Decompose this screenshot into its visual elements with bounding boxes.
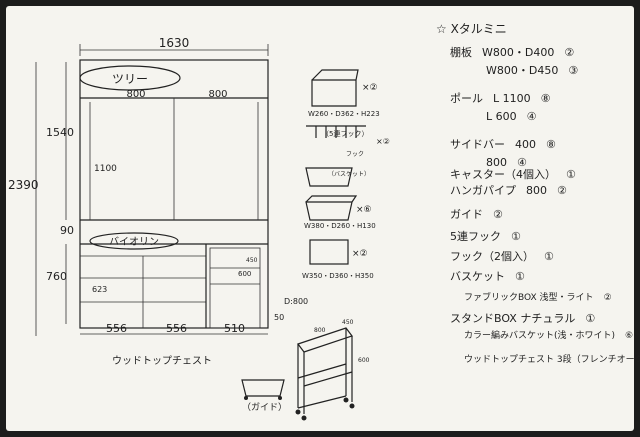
hook-qty: ×② (376, 137, 390, 146)
item-value: W800・D400 (482, 46, 555, 59)
basket-note: （バスケット） (328, 171, 370, 178)
label-violin: バイオリン (109, 236, 159, 248)
cabinet-drawing: 1630 2390 1540 90 760 ツリー 800 800 1100 バ… (8, 36, 390, 421)
list-row: サイドバー 400 ⑧ (450, 136, 566, 152)
list-row: W800・D450 ③ (486, 62, 588, 78)
dim-total-width: 1630 (159, 36, 190, 50)
dim-wagon-w: 800 (314, 327, 326, 334)
item-name: ファブリックBOX 浅型・ライト (464, 293, 594, 303)
box3-qty: ×② (352, 249, 368, 259)
item-name: L 600 (486, 110, 517, 123)
item-name: スタンドBOX ナチュラル (450, 312, 576, 325)
item-name: キャスター（4個入） (450, 168, 556, 181)
item-value: ③ (568, 64, 579, 77)
item-value: 400 (515, 138, 536, 151)
label-tree: ツリー (112, 72, 148, 86)
dim-gap: 90 (60, 224, 74, 237)
item-value: ① (515, 270, 525, 283)
item-name: ガイド (450, 208, 483, 221)
cart-outline (209, 247, 261, 329)
item-name: バスケット (450, 270, 505, 283)
item-value: ① (585, 312, 596, 325)
list-row: ハンガパイプ 800 ② (450, 182, 577, 198)
dim-wagon-h: 600 (358, 357, 370, 364)
item-value: ④ (517, 156, 527, 169)
dim-shelf-w1: 800 (126, 89, 145, 100)
cabinet-outline (79, 59, 269, 329)
guide-sketch (241, 379, 285, 400)
list-row: キャスター（4個入） ① (450, 166, 586, 182)
list-row: 5連フック ① (450, 228, 531, 244)
dim-chest-depth: 623 (92, 285, 107, 294)
box2-qty: ×⑥ (356, 205, 372, 215)
item-value: ② (493, 208, 503, 221)
list-row: バスケット ① (450, 268, 535, 284)
item-value: ① (511, 230, 521, 243)
list-row: ポール L 1100 ⑧ (450, 90, 561, 106)
list-row: L 600 ④ (486, 110, 547, 123)
label-guide: （ガイド） (242, 402, 287, 413)
item-value: 800 (526, 184, 547, 197)
item-name: ポール (450, 92, 483, 105)
item-qty: ② (557, 184, 567, 197)
item-qty: ⑧ (546, 138, 556, 151)
item-name: 5連フック (450, 230, 501, 243)
box2-dims: W380・D260・H130 (304, 222, 376, 230)
item-value: ① (544, 250, 554, 263)
list-row: スタンドBOX ナチュラル ① (450, 310, 605, 326)
item-value: ② (603, 293, 612, 303)
hook-box-label: （5連フック） (322, 129, 368, 138)
dim-lower-height: 760 (46, 270, 67, 283)
dim-bottom-2: 556 (166, 322, 187, 335)
list-row: 800 ④ (486, 156, 537, 169)
item-name: 800 (486, 156, 507, 169)
list-row: ガイド ② (450, 206, 513, 222)
item-name: W800・D450 (486, 64, 559, 77)
box1-dims: W260・D362・H223 (308, 110, 380, 118)
item-name: サイドバー (450, 138, 505, 151)
item-value: ① (566, 168, 576, 181)
dim-upper-height: 1540 (46, 126, 74, 139)
item-value: ④ (526, 110, 537, 123)
hook-small-label: フック (346, 151, 364, 158)
item-name: ハンガパイプ (450, 184, 516, 197)
box-1-sketch (311, 69, 359, 107)
dim-total-height: 2390 (8, 178, 39, 192)
dim-cart-top: 450 (246, 257, 258, 264)
dim-hang-height: 1100 (94, 164, 117, 174)
item-value: L 1100 (493, 92, 531, 105)
violin-oval (89, 232, 179, 250)
basket-sketch (305, 167, 353, 187)
drawing-sheet: 1630 2390 1540 90 760 ツリー 800 800 1100 バ… (6, 6, 640, 431)
item-name: カラー編みバスケット(浅・ホワイト) (464, 331, 616, 341)
list-row: カラー編みバスケット(浅・ホワイト) ⑥ (464, 328, 640, 341)
box3-dims: W350・D360・H350 (302, 272, 374, 280)
box-2-sketch (305, 195, 358, 221)
dim-stand-left: 50 (274, 313, 284, 322)
item-name: 棚板 (450, 46, 472, 59)
dim-cart-inner-h: 600 (238, 270, 251, 278)
label-chest: ウッドトップチェスト (112, 355, 212, 367)
list-row: 棚板 W800・D400 ② (450, 44, 584, 60)
list-row: フック（2個入） ① (450, 248, 564, 264)
list-row: ファブリックBOX 浅型・ライト ② (464, 290, 622, 303)
hook-rail-sketch (306, 125, 366, 138)
tree-oval (79, 65, 181, 91)
item-qty: ⑧ (540, 92, 551, 105)
list-row: ウッドトップチェスト 3段（フレンチオーク）④ (464, 352, 640, 365)
box-3-sketch (309, 239, 349, 265)
wagon-sketch (295, 327, 355, 421)
dim-bottom-3: 510 (224, 322, 245, 335)
box1-qty: ×② (362, 83, 378, 93)
item-qty: ② (564, 46, 575, 59)
dim-bottom-1: 556 (106, 322, 127, 335)
item-value: ⑥ (625, 331, 634, 341)
dim-cart-depth: D:800 (284, 297, 308, 306)
item-name: ウッドトップチェスト 3段（フレンチオーク） (464, 355, 640, 365)
dim-wagon-d: 450 (342, 319, 354, 326)
list-header: ☆ Xタルミニ (436, 22, 507, 36)
item-name: フック（2個入） (450, 250, 534, 263)
dim-shelf-w2: 800 (208, 89, 227, 100)
